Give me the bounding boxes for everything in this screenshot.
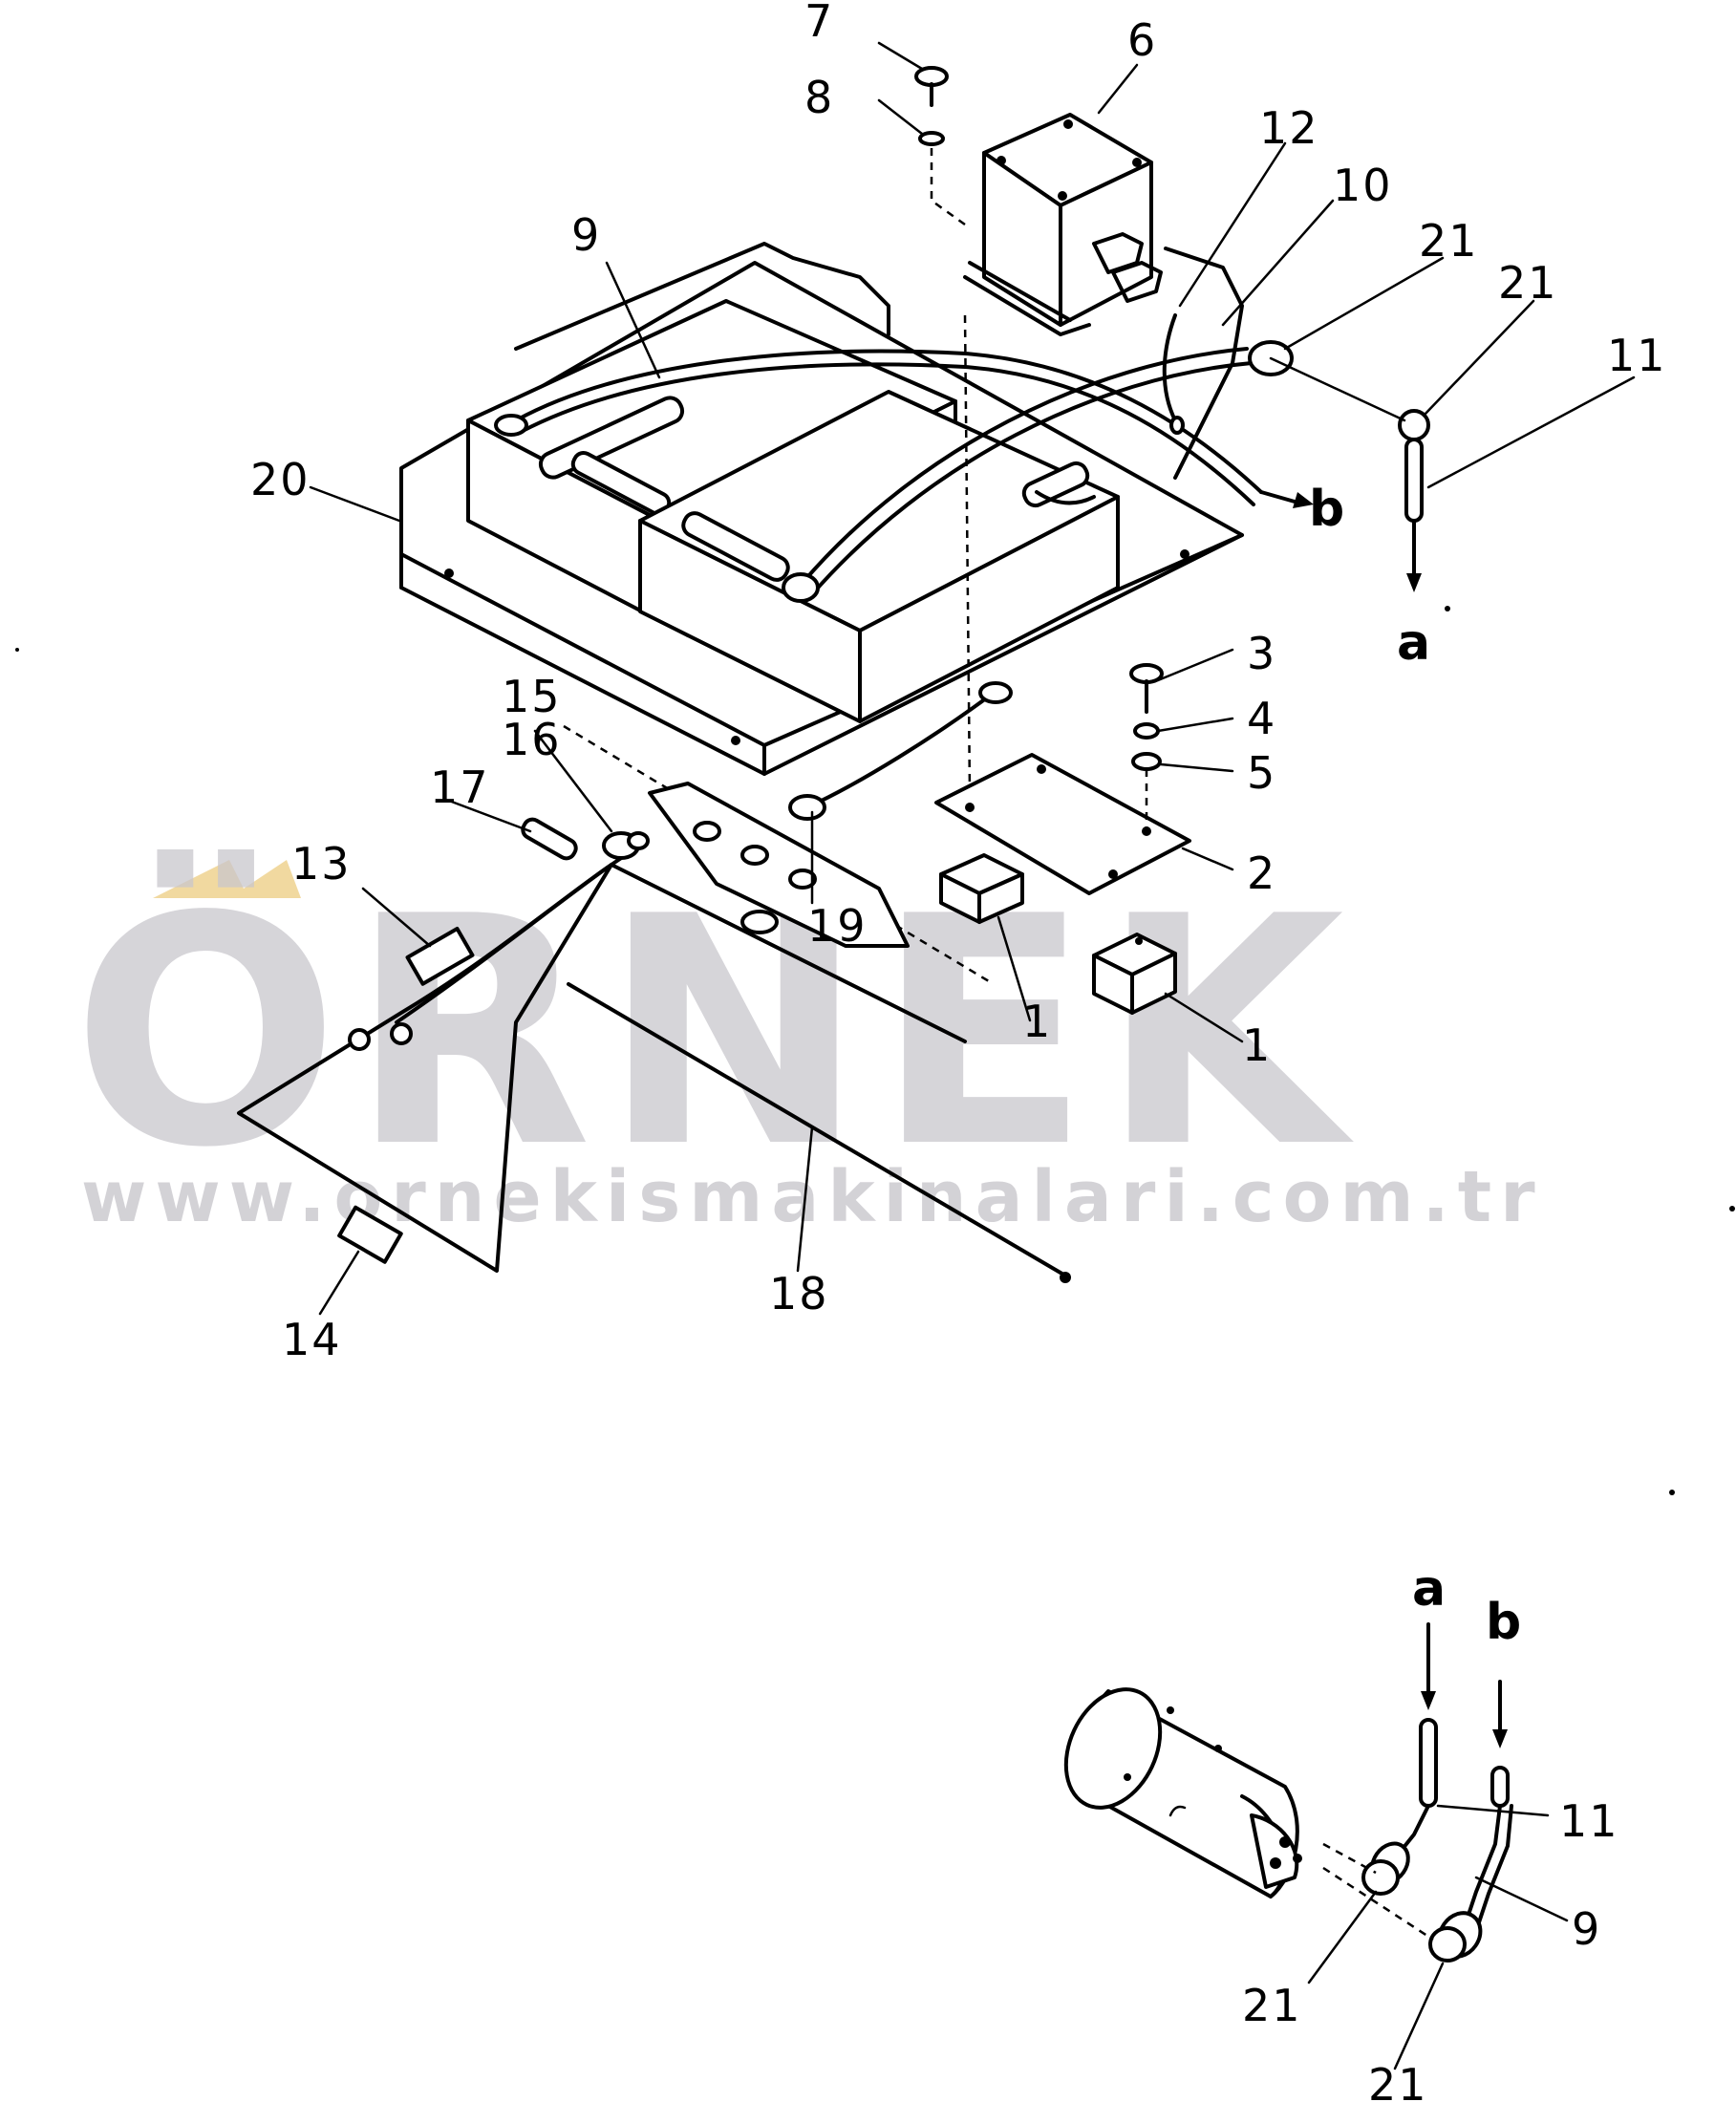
callout-3: 3 [1247,628,1276,679]
ground-plate [648,782,910,948]
washer-4 [1133,722,1160,740]
battery-right [638,390,1120,723]
washer-5 [1131,752,1162,771]
callout-9-b: 9 [1572,1903,1601,1955]
callout-21-d: 21 [1368,2059,1428,2102]
callout-1-a: 1 [1022,996,1052,1047]
battery-relay [963,113,1163,336]
callout-16: 16 [502,714,562,765]
callout-6: 6 [1127,14,1157,66]
relay-mount-plate [934,753,1191,895]
callout-21-b: 21 [1498,257,1558,309]
bolt-3 [1129,663,1164,714]
leader-lines-bottom [1307,1804,1569,2070]
callout-21-a: 21 [1419,215,1479,267]
callout-8: 8 [804,72,834,123]
connector-b-top: b [1309,481,1344,538]
callout-14: 14 [282,1314,342,1365]
cable-10 [801,347,1249,585]
wire-harness [237,817,650,1273]
callout-19: 19 [807,900,868,952]
connector-labels: a b a b [1309,481,1521,1651]
callout-20: 20 [250,454,311,505]
callout-10: 10 [1333,160,1393,211]
washer-8 [918,131,945,146]
callout-12: 12 [1259,102,1319,154]
wire-12 [1162,313,1177,422]
connector-b-bottom: b [1486,1594,1521,1651]
callout-21-c: 21 [1242,1980,1302,2031]
watermark-url: www.ornekismakinalari.com.tr [81,1156,1544,1238]
leader-lines [309,41,1636,1316]
starter-motor [1063,1687,1302,1898]
callout-2: 2 [1247,847,1276,899]
connector-a-bottom: a [1412,1560,1446,1618]
connector-a-top: a [1397,614,1430,672]
ground-cable-19 [805,691,996,809]
callout-7: 7 [804,0,834,47]
callout-1-b: 1 [1242,1019,1272,1071]
callout-18: 18 [769,1268,829,1319]
watermark: ÖRNEK www.ornekismakinalari.com.tr [72,847,1544,1238]
cable-9-bottom [1322,1680,1513,1963]
callout-11-a: 11 [1607,330,1667,381]
callout-13: 13 [291,838,352,890]
bolt-7 [914,66,949,107]
cable-11-top [1269,356,1430,592]
cable-11-bottom [1322,1622,1438,1896]
bracket-1-right [1092,933,1177,1015]
callout-labels: 7 8 6 12 10 21 21 11 9 20 3 4 5 2 1 1 15… [250,0,1667,2102]
callout-5: 5 [1247,747,1276,799]
watermark-accent-left [153,860,248,898]
callout-9-a: 9 [571,209,601,261]
callout-17: 17 [430,761,490,813]
watermark-brand: ÖRNEK [72,847,1356,1216]
callout-15: 15 [502,671,562,722]
wire-18 [567,982,1067,1277]
bracket-1-left [939,853,1024,924]
watermark-accent-right [229,860,301,898]
callout-11-b: 11 [1559,1795,1619,1847]
callout-4: 4 [1247,693,1276,744]
